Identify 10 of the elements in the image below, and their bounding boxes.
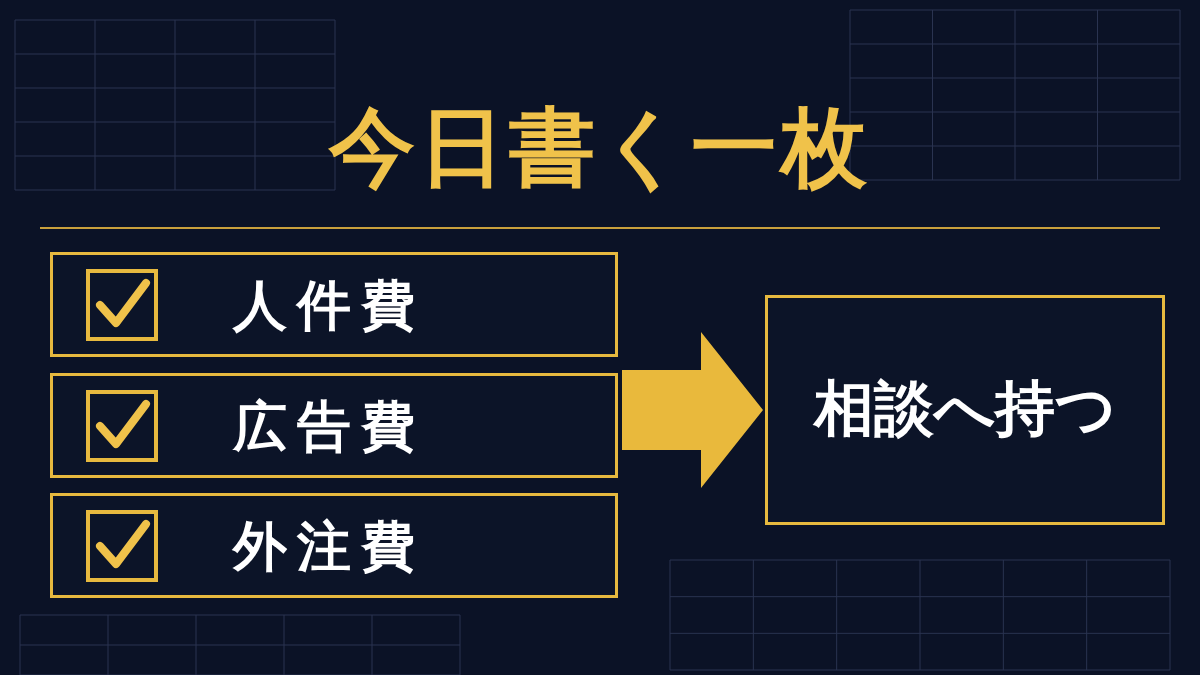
title: 今日書く一枚 bbox=[327, 96, 872, 199]
arrow bbox=[622, 332, 763, 488]
checklist-row bbox=[50, 252, 618, 357]
expense-label: 人件費 bbox=[233, 273, 425, 339]
destination-box bbox=[765, 295, 1165, 525]
checklist-row bbox=[50, 493, 618, 598]
destination-label: 相談へ持つ bbox=[812, 372, 1117, 445]
checklist-row bbox=[50, 373, 618, 478]
expense-label: 外注費 bbox=[233, 514, 425, 580]
expense-label: 広告費 bbox=[233, 394, 425, 460]
